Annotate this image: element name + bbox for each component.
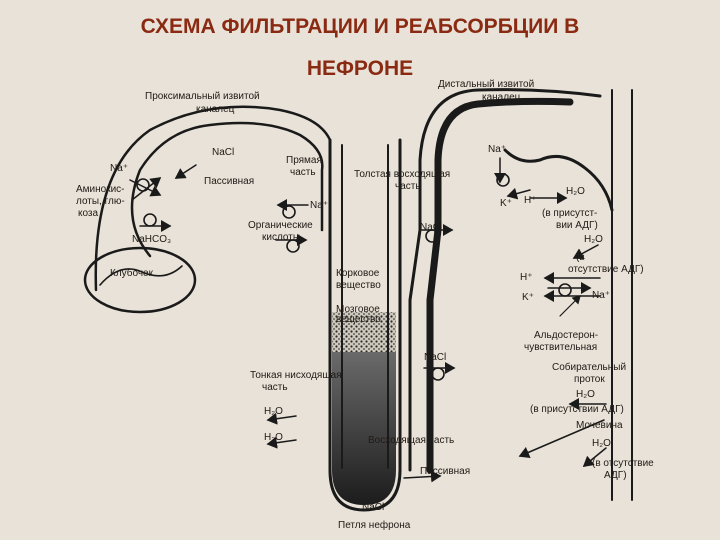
distal-tubule <box>408 88 602 472</box>
label-adh-absent-2a: (в отсутствие <box>592 458 654 469</box>
label-passive-bottom: Пассивная <box>420 466 470 477</box>
label-urea: Мочевина <box>576 420 623 431</box>
label-adh-absent-2b: АДГ) <box>604 470 627 481</box>
label-adh-present-2: (в присутствии АДГ) <box>530 404 624 415</box>
label-proximal-2: каналец <box>196 104 235 115</box>
label-thin-desc-2: часть <box>262 382 288 393</box>
label-cortex-1: Корковое <box>336 268 380 279</box>
label-nacl-top: NaCl <box>212 147 234 158</box>
label-loop: Петля нефрона <box>338 519 411 531</box>
label-amino-3: коза <box>78 208 99 219</box>
label-nahco3: NaHCO₃ <box>132 234 171 245</box>
distal-to-collecting <box>503 148 614 212</box>
arrow-h2o-3 <box>572 244 599 259</box>
arrow-na-left <box>129 179 162 197</box>
proximal-tubule-outer <box>94 105 332 292</box>
label-distal-2: каналец <box>482 92 521 103</box>
transport-circle-3 <box>282 205 296 219</box>
transport-circle-2 <box>143 213 157 227</box>
label-distal-1: Дистальный извитой <box>438 79 534 90</box>
label-h-2: H⁺ <box>520 272 533 283</box>
label-na-left: Na⁺ <box>110 163 128 174</box>
slide-title-line-1: СХЕМА ФИЛЬТРАЦИИ И РЕАБСОРБЦИИ В <box>140 15 580 38</box>
label-proximal-1: Проксимальный извитой <box>145 91 260 102</box>
thick-ascending-limb <box>426 97 574 474</box>
arrow-amino <box>131 177 162 201</box>
label-thick-asc-1: Толстая восходящая <box>354 169 450 180</box>
slide-title-line-2: НЕФРОНЕ <box>306 57 414 80</box>
label-organic-1: Органические <box>248 220 313 231</box>
label-aldo-1: Альдостерон- <box>534 330 598 341</box>
label-k-2: K⁺ <box>522 292 534 303</box>
label-thin-desc-1: Тонкая нисходящая <box>250 370 342 381</box>
label-medulla-2: вещество <box>336 314 381 325</box>
label-amino-1: Аминокис- <box>76 184 125 195</box>
label-na-distal: Na⁺ <box>488 144 506 155</box>
label-h2o-distal: H₂O <box>566 186 585 197</box>
label-adh-present-1a: (в присутст- <box>542 208 597 219</box>
label-h2o-2: H₂O <box>264 432 283 443</box>
label-collect-1: Собирательный <box>552 361 626 373</box>
label-organic-2: кислоты <box>262 232 300 243</box>
label-h2o-4: H₂O <box>576 389 595 400</box>
label-adh-absent-1a: (в <box>576 252 585 263</box>
label-k-1: K⁺ <box>500 198 512 209</box>
arrow-passive-bottom <box>403 470 442 483</box>
label-thick-asc-2: часть <box>395 181 421 192</box>
transport-circle-6 <box>431 367 445 381</box>
arrow-urea <box>518 419 605 458</box>
arrow-h2o-2 <box>266 436 297 449</box>
label-nacl-mid: NaCl <box>420 222 442 233</box>
label-nacl-low: NaCl <box>424 352 446 363</box>
slide-title: СХЕМА ФИЛЬТРАЦИИ И РЕАБСОРБЦИИ В НЕФРОНЕ <box>0 6 720 90</box>
medulla-deep-region <box>332 352 396 505</box>
arrow-nacl-top <box>174 164 197 179</box>
label-na-2: Na⁺ <box>592 290 610 301</box>
label-h-1: H⁺ <box>524 195 537 206</box>
label-glomerulus: Клубочек <box>110 267 154 279</box>
label-adh-absent-1b: отсутствие АДГ) <box>568 264 644 275</box>
label-straight-2: часть <box>290 167 316 178</box>
transport-circle-8 <box>558 283 572 297</box>
arrow-h2o-1 <box>266 412 297 425</box>
arrow-k-distal <box>506 187 531 200</box>
label-h2o-1: H₂O <box>264 406 283 417</box>
label-adh-present-1b: вии АДГ) <box>556 220 598 231</box>
label-passive-top: Пассивная <box>204 176 254 187</box>
label-medulla-1: Мозговое <box>336 304 380 315</box>
label-h2o-5: H₂O <box>592 438 611 449</box>
label-straight-1: Прямая <box>286 155 322 166</box>
label-h2o-3: H₂O <box>584 234 603 245</box>
arrow-h2o-5 <box>582 447 607 467</box>
label-cortex-2: вещество <box>336 280 381 291</box>
label-na-straight: Na⁺ <box>310 200 328 211</box>
loop-outer-wall <box>328 138 402 512</box>
label-asc-part: Восходящая часть <box>368 435 454 446</box>
glomerulus-capillary <box>99 265 183 286</box>
label-amino-2: лоты, глю- <box>76 196 125 207</box>
arrow-aldo <box>559 295 581 317</box>
label-nacl-bottom: NaCl <box>362 502 384 513</box>
label-collect-2: проток <box>574 374 605 385</box>
label-aldo-2: чувствительная <box>524 342 597 353</box>
transport-circle-7 <box>496 173 510 187</box>
glomerulus <box>83 246 197 314</box>
